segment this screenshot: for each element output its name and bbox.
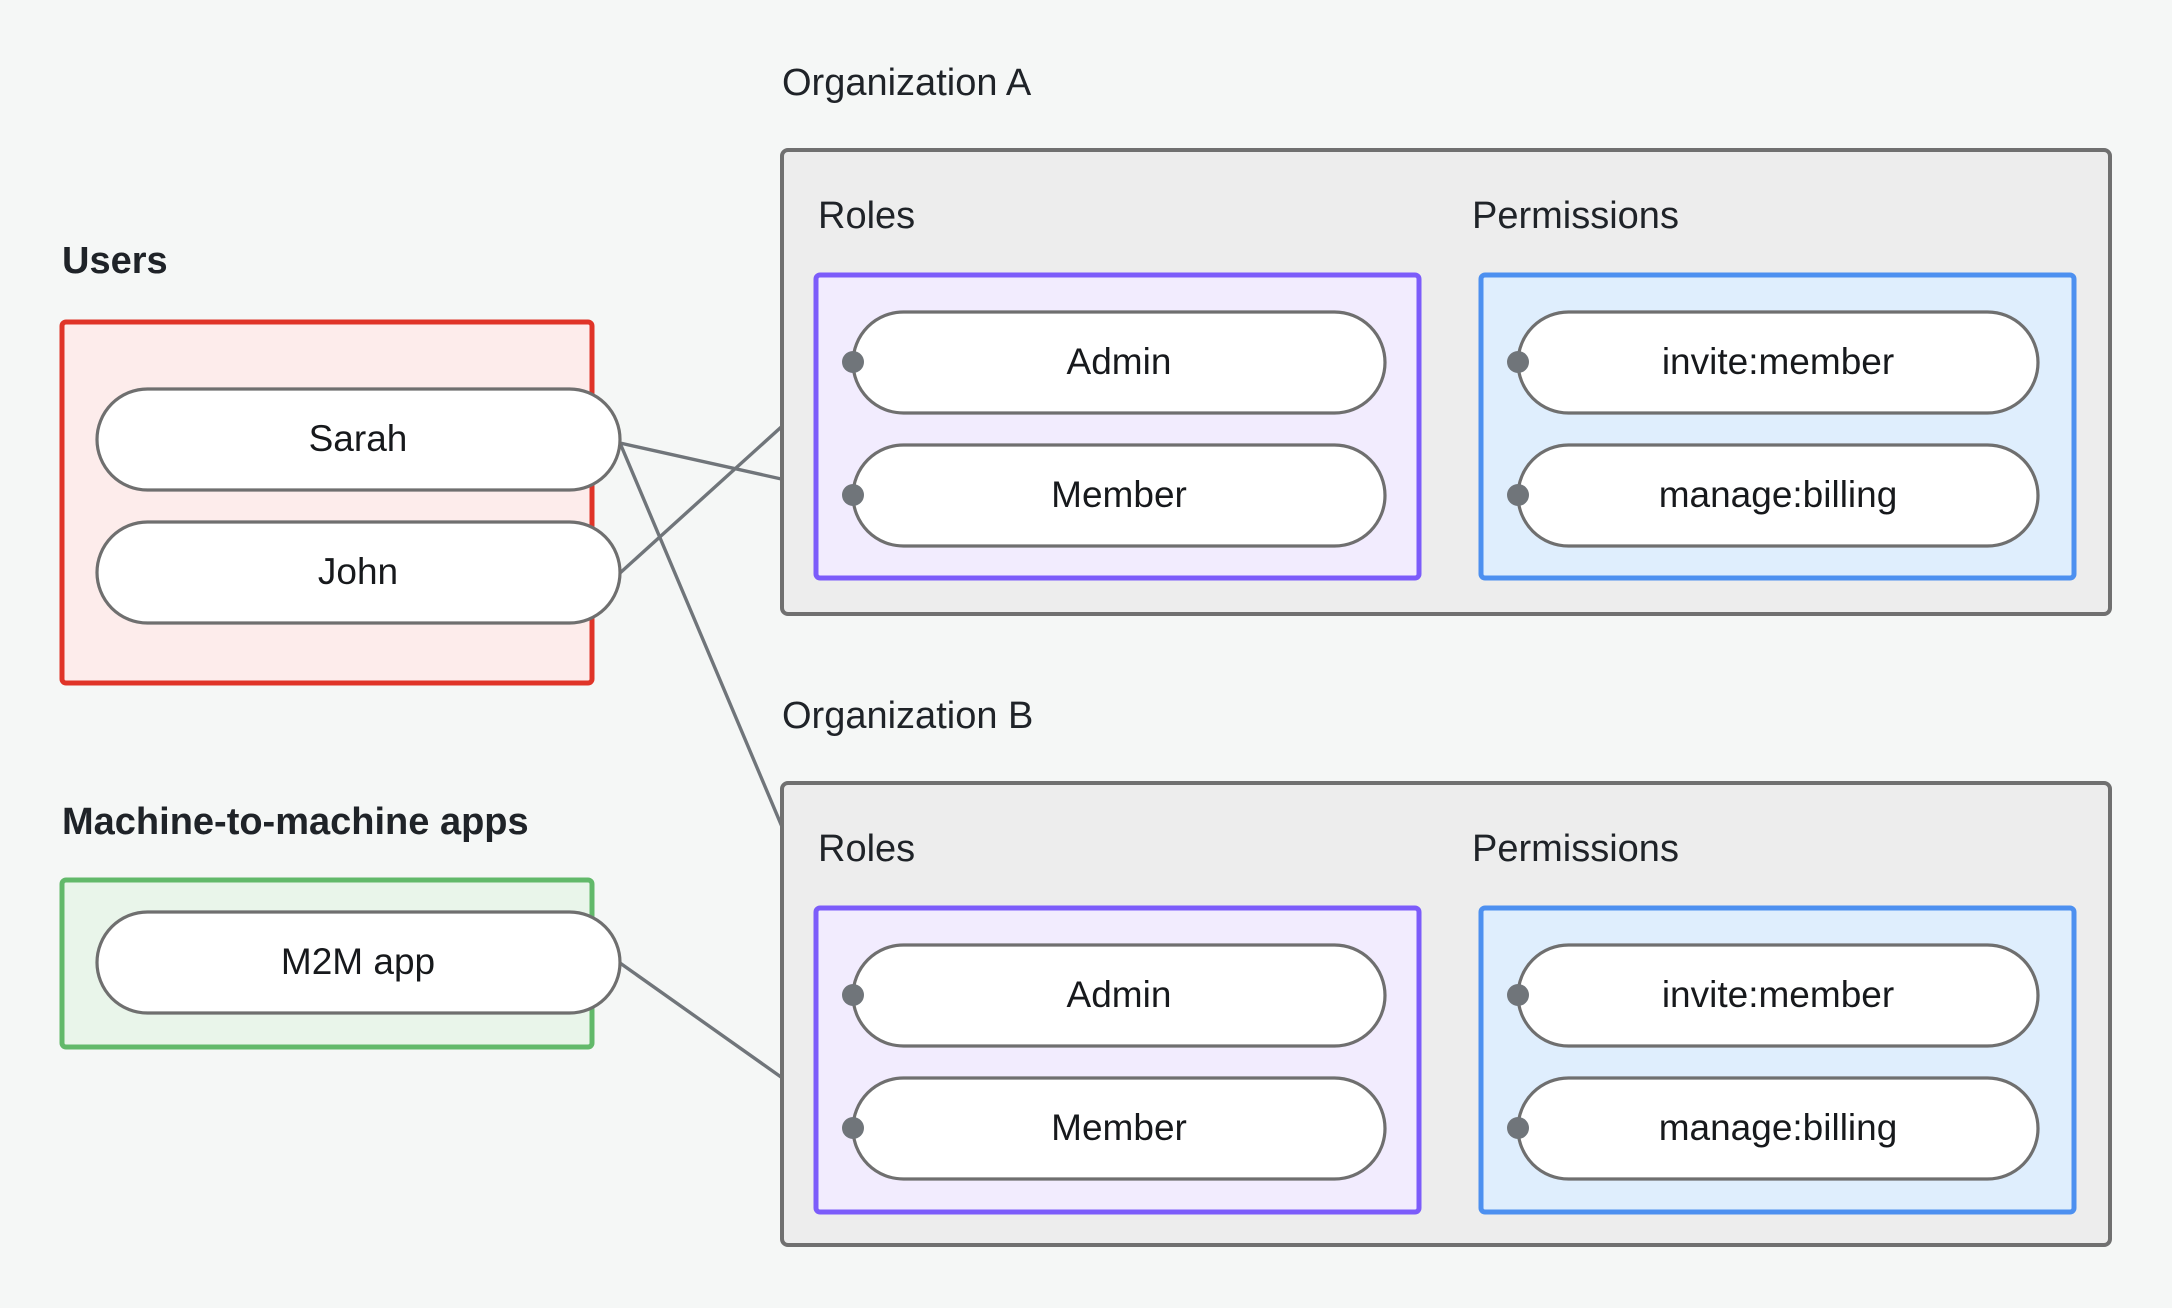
org-b-title: Organization B bbox=[782, 695, 1033, 737]
node-org-a-role-member[interactable]: Member bbox=[851, 443, 1387, 548]
edge-dot-org-a-role-member-in bbox=[842, 484, 864, 506]
node-org-b-perm-invite-member[interactable]: invite:member bbox=[1516, 943, 2040, 1048]
node-m2m-app[interactable]: M2M app bbox=[95, 910, 622, 1015]
edge-dot-org-b-role-member-in bbox=[842, 1117, 864, 1139]
node-org-b-role-member[interactable]: Member bbox=[851, 1076, 1387, 1181]
node-org-b-perm-manage-billing-label: manage:billing bbox=[1659, 1107, 1898, 1148]
node-m2m-app-label: M2M app bbox=[281, 941, 435, 982]
edge-dot-org-a-role-admin-in bbox=[842, 351, 864, 373]
node-org-a-perm-invite-member-label: invite:member bbox=[1662, 341, 1894, 382]
node-org-a-perm-manage-billing-label: manage:billing bbox=[1659, 474, 1898, 515]
node-org-b-role-admin-label: Admin bbox=[1067, 974, 1172, 1015]
node-org-a-role-admin[interactable]: Admin bbox=[851, 310, 1387, 415]
org-b-roles-label: Roles bbox=[818, 828, 915, 870]
org-b-permissions-label: Permissions bbox=[1472, 828, 1679, 870]
node-org-b-role-member-label: Member bbox=[1051, 1107, 1187, 1148]
node-org-b-role-admin[interactable]: Admin bbox=[851, 943, 1387, 1048]
node-user-sarah[interactable]: Sarah bbox=[95, 387, 622, 492]
edge-dot-org-b-perm-invite-in bbox=[1507, 984, 1529, 1006]
node-user-sarah-label: Sarah bbox=[309, 418, 408, 459]
m2m-group-title: Machine-to-machine apps bbox=[62, 801, 529, 843]
node-org-b-perm-invite-member-label: invite:member bbox=[1662, 974, 1894, 1015]
node-org-a-perm-invite-member[interactable]: invite:member bbox=[1516, 310, 2040, 415]
node-user-john-label: John bbox=[318, 551, 398, 592]
node-org-a-perm-manage-billing[interactable]: manage:billing bbox=[1516, 443, 2040, 548]
edge-dot-org-a-perm-invite-in bbox=[1507, 351, 1529, 373]
edge-dot-org-b-perm-billing-in bbox=[1507, 1117, 1529, 1139]
node-org-a-role-admin-label: Admin bbox=[1067, 341, 1172, 382]
org-a-roles-label: Roles bbox=[818, 195, 915, 237]
org-a-permissions-label: Permissions bbox=[1472, 195, 1679, 237]
node-user-john[interactable]: John bbox=[95, 520, 622, 625]
node-org-a-role-member-label: Member bbox=[1051, 474, 1187, 515]
node-org-b-perm-manage-billing[interactable]: manage:billing bbox=[1516, 1076, 2040, 1181]
edge-dot-org-b-role-admin-in bbox=[842, 984, 864, 1006]
users-group-title: Users bbox=[62, 240, 168, 282]
users-container bbox=[59, 319, 595, 686]
org-a-title: Organization A bbox=[782, 62, 1032, 104]
edge-dot-org-a-perm-billing-in bbox=[1507, 484, 1529, 506]
